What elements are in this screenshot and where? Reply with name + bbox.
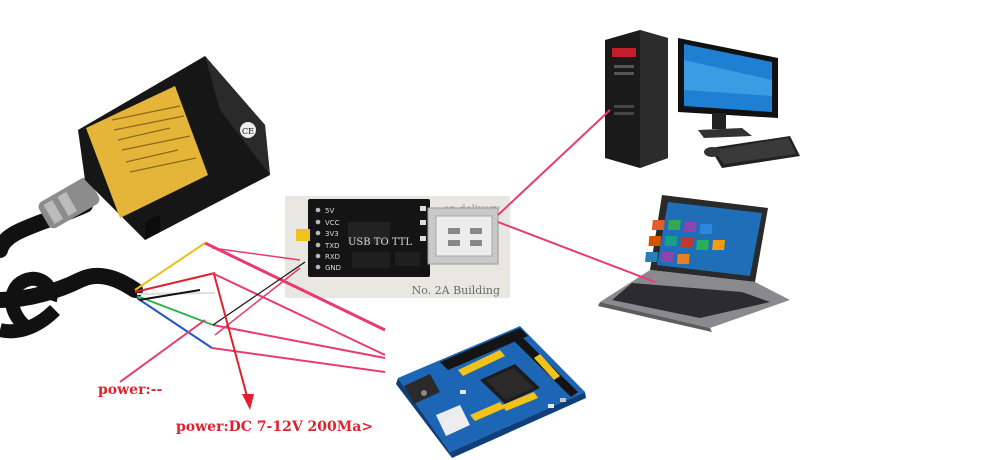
usb-to-desktop-line <box>498 110 610 215</box>
pin-label-3v3: 3V3 <box>325 230 339 238</box>
usb-to-ttl-adapter: on delivery tion No. 2A Building 5V VCC … <box>285 196 510 298</box>
sensor-wires <box>135 243 215 348</box>
pin-label-vcc: VCC <box>325 219 340 227</box>
pin-label-5v: 5V <box>325 207 334 215</box>
desktop-computer <box>605 30 800 168</box>
wire-black <box>139 290 200 300</box>
pin-label-rxd: RXD <box>325 253 340 261</box>
usb-ttl-board-label: USB TO TTL <box>348 237 412 248</box>
bg-text-building: No. 2A Building <box>412 284 500 297</box>
usb-to-laptop-line <box>498 222 655 282</box>
wire-green <box>137 296 213 325</box>
laser-sensor-device: CE <box>0 56 270 331</box>
power-ground-label: power:-- <box>98 382 162 398</box>
green-to-board-line <box>213 325 385 358</box>
laptop-computer <box>598 195 790 332</box>
ground-label-line <box>120 320 205 382</box>
power-supply-label: power:DC 7-12V 200Ma> <box>176 419 373 435</box>
ce-mark: CE <box>242 127 254 136</box>
pin-label-txd: TXD <box>324 242 339 250</box>
microcontroller-board <box>396 326 586 458</box>
pin-label-gnd: GND <box>325 264 341 272</box>
supply-arrow <box>214 274 254 410</box>
